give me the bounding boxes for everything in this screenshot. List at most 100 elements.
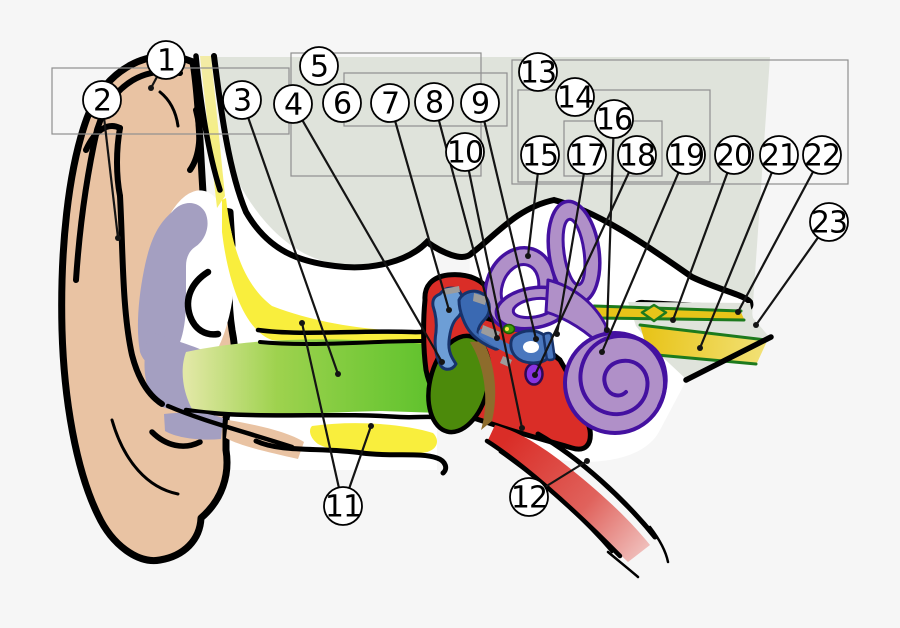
label-circle-5 <box>299 46 339 86</box>
label-number-5: 5 <box>310 50 328 85</box>
leader-line-9 <box>478 102 538 340</box>
label-21: 21 <box>759 135 799 175</box>
label-circle-20 <box>714 135 754 175</box>
label-1: 1 <box>146 40 186 80</box>
label-number-15: 15 <box>522 139 558 174</box>
leader-line-16 <box>605 118 616 331</box>
label-13: 13 <box>518 52 558 92</box>
label-number-9: 9 <box>471 87 489 122</box>
pinna-detail-strokes <box>73 68 222 496</box>
label-22: 22 <box>802 135 842 175</box>
leader-line-11 <box>300 322 345 507</box>
leader-dot-4 <box>439 359 445 365</box>
label-circle-12 <box>509 477 549 517</box>
concha-lavender-upper <box>137 203 208 366</box>
label-5: 5 <box>299 46 339 86</box>
leader-dot-21 <box>697 345 703 351</box>
eustachian-tube-fill <box>488 425 650 562</box>
leader-dot-2 <box>115 235 121 241</box>
leader-dot-3 <box>335 371 341 377</box>
label-14: 14 <box>555 77 595 117</box>
label-number-1: 1 <box>157 44 175 79</box>
leader-dot-1 <box>148 85 154 91</box>
label-number-13: 13 <box>520 56 556 91</box>
label-7: 7 <box>370 83 410 123</box>
ossicles <box>431 286 556 371</box>
label-circle-15 <box>520 135 560 175</box>
label-circle-19 <box>666 135 706 175</box>
eardrum-brown-edge <box>470 341 496 430</box>
label-circle-9 <box>460 83 500 123</box>
leader-line-23 <box>755 221 830 326</box>
label-12: 12 <box>509 477 549 517</box>
label-number-14: 14 <box>557 81 593 116</box>
label-number-7: 7 <box>381 87 399 122</box>
label-number-6: 6 <box>333 87 351 122</box>
label-circle-10 <box>445 132 485 172</box>
cochlea-spiral <box>578 334 668 417</box>
label-number-12: 12 <box>511 481 547 516</box>
canal-sliver-stroke <box>193 53 223 193</box>
label-circle-2 <box>82 80 122 120</box>
label-number-21: 21 <box>761 139 797 174</box>
label-number-3: 3 <box>233 84 251 119</box>
label-number-17: 17 <box>569 139 605 174</box>
label-number-22: 22 <box>804 139 840 174</box>
label-number-2: 2 <box>93 84 111 119</box>
label-17: 17 <box>567 135 607 175</box>
label-number-23: 23 <box>811 206 847 241</box>
leader-line-7 <box>388 102 451 311</box>
label-20: 20 <box>714 135 754 175</box>
stapedius-muscle-highlight <box>505 327 509 331</box>
leader-line-22 <box>737 154 823 313</box>
label-23: 23 <box>809 202 849 242</box>
label-circle-23 <box>809 202 849 242</box>
leader-line-10 <box>463 151 524 429</box>
label-circle-17 <box>567 135 607 175</box>
label-circle-18 <box>617 135 657 175</box>
leader-dot-11 <box>368 423 374 429</box>
eustachian-tube-strokes <box>484 431 670 579</box>
leader-line-3 <box>240 99 340 375</box>
label-4: 4 <box>273 84 313 124</box>
label-10: 10 <box>445 132 485 172</box>
label-circle-7 <box>370 83 410 123</box>
label-number-19: 19 <box>668 139 704 174</box>
leader-line-18 <box>534 154 638 376</box>
group-box-labyrinth <box>517 89 711 183</box>
label-number-20: 20 <box>716 139 752 174</box>
ear-canal-green <box>182 339 450 416</box>
leader-line-8 <box>432 101 499 339</box>
leader-dot-8 <box>494 335 500 341</box>
leader-dot-18 <box>532 372 538 378</box>
label-number-11: 11 <box>325 490 361 525</box>
label-number-4: 4 <box>284 88 302 123</box>
label-circle-4 <box>273 84 313 124</box>
leader-dot-19 <box>599 349 605 355</box>
label-circle-21 <box>759 135 799 175</box>
label-number-18: 18 <box>619 139 655 174</box>
label-11: 11 <box>323 486 363 526</box>
label-circle-16 <box>594 99 634 139</box>
label-19: 19 <box>666 135 706 175</box>
label-16: 16 <box>594 99 634 139</box>
group-box-inner-ear <box>511 59 849 185</box>
leader-line-17 <box>555 154 589 335</box>
nerve-ganglion-diamond <box>640 303 668 323</box>
nerve-bottom-edge-stroke <box>683 334 774 383</box>
label-circle-22 <box>802 135 842 175</box>
leader-dot-12 <box>584 458 590 464</box>
stapes-hole <box>523 341 539 353</box>
label-circle-1 <box>146 40 186 80</box>
label-number-8: 8 <box>425 86 443 121</box>
leader-dot-10 <box>519 425 525 431</box>
below-canal-yellow <box>310 423 437 454</box>
leader-dot-16 <box>604 327 610 333</box>
canal-top-yellow-band <box>222 198 430 345</box>
leader-dot-9 <box>533 336 539 342</box>
label-15: 15 <box>520 135 560 175</box>
leader-dot-7 <box>446 307 452 313</box>
label-9: 9 <box>460 83 500 123</box>
leader-line-20 <box>671 154 736 321</box>
